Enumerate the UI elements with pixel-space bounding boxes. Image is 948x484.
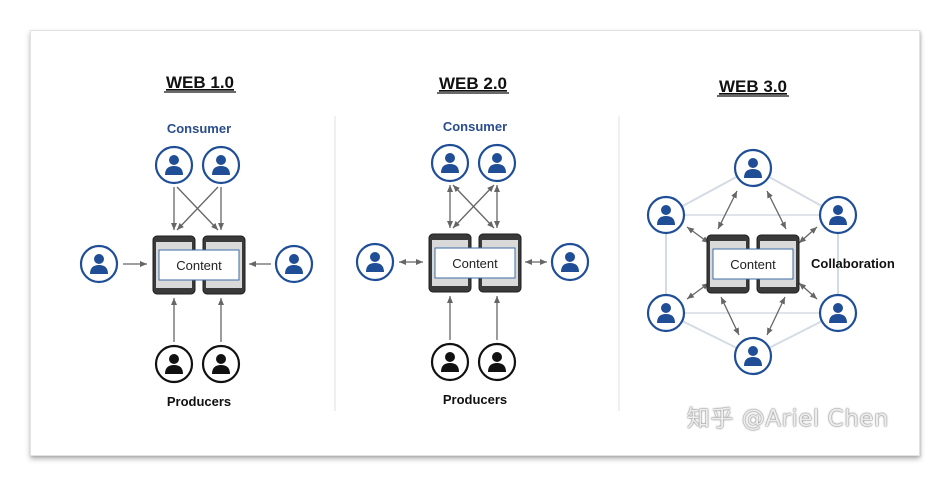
content-devices: Content: [428, 233, 522, 293]
content-devices: Content: [152, 235, 246, 295]
collaborator-icon: [733, 148, 773, 188]
consumer-icon: [477, 143, 517, 183]
consumer-icon: [430, 143, 470, 183]
collaborator-icon: [646, 195, 686, 235]
producer-icon: [477, 342, 517, 382]
arrow: [766, 190, 787, 230]
consumer-label: Consumer: [443, 119, 507, 134]
consumer-label: Consumer: [167, 121, 231, 136]
producers-label: Producers: [167, 394, 231, 409]
collaborator-icon: [818, 293, 858, 333]
consumer-icon: [550, 242, 590, 282]
collaborator-icon: [733, 336, 773, 376]
arrow: [766, 296, 786, 336]
consumer-icon: [201, 145, 241, 185]
producer-icon: [201, 344, 241, 384]
consumer-icon: [154, 145, 194, 185]
content-box: [158, 249, 240, 281]
content-box: [434, 247, 516, 279]
content-label: Content: [452, 256, 498, 271]
watermark: 知乎 @Ariel Chen: [686, 406, 889, 432]
collaboration-label: Collaboration: [811, 256, 895, 271]
arrow: [798, 282, 818, 300]
producer-icon: [430, 342, 470, 382]
content-label: Content: [730, 257, 776, 272]
arrow: [686, 226, 710, 244]
producer-icon: [154, 344, 194, 384]
arrow: [798, 226, 818, 244]
content-devices: Content: [706, 234, 800, 294]
arrow: [717, 190, 738, 230]
consumer-icon: [79, 244, 119, 284]
consumer-icon: [355, 242, 395, 282]
collaborator-icon: [818, 195, 858, 235]
arrow: [720, 296, 740, 336]
section-title: WEB 1.0: [166, 73, 234, 92]
section-dividers: [334, 116, 620, 411]
collaborator-icon: [646, 293, 686, 333]
section-title: WEB 3.0: [719, 77, 787, 96]
arrow: [452, 184, 495, 229]
arrow: [686, 282, 710, 300]
producers-label: Producers: [443, 392, 507, 407]
content-label: Content: [176, 258, 222, 273]
content-box: [712, 248, 794, 280]
section-title: WEB 2.0: [439, 74, 507, 93]
arrow: [176, 186, 219, 231]
consumer-icon: [274, 244, 314, 284]
